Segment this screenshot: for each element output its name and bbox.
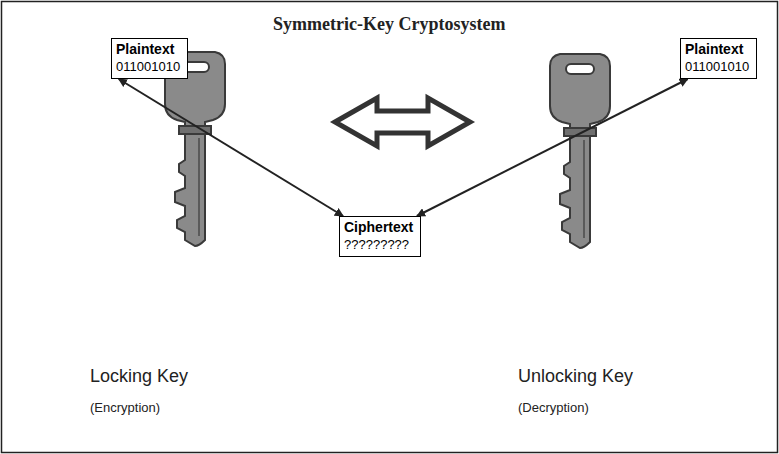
double-arrow-symbol <box>335 98 470 146</box>
key-label: (Encryption) <box>90 400 160 415</box>
text-box: Ciphertext????????? <box>339 216 421 257</box>
key-label: Unlocking Key <box>518 366 633 387</box>
box-heading: Plaintext <box>116 41 182 58</box>
box-heading: Plaintext <box>685 41 751 58</box>
unlocking-key-icon <box>550 54 610 248</box>
box-body: ????????? <box>344 236 415 253</box>
locking-key-icon <box>165 52 225 246</box>
diagram-title: Symmetric-Key Cryptosystem <box>273 14 505 35</box>
box-body: 011001010 <box>116 58 182 75</box>
text-box: Plaintext011001010 <box>680 38 757 79</box>
box-body: 011001010 <box>685 58 751 75</box>
double-arrow-connector <box>119 79 343 216</box>
key-label: Locking Key <box>90 366 188 387</box>
box-heading: Ciphertext <box>344 219 415 236</box>
text-box: Plaintext011001010 <box>111 38 188 79</box>
key-label: (Decryption) <box>518 400 589 415</box>
double-arrow-connector <box>417 79 688 216</box>
